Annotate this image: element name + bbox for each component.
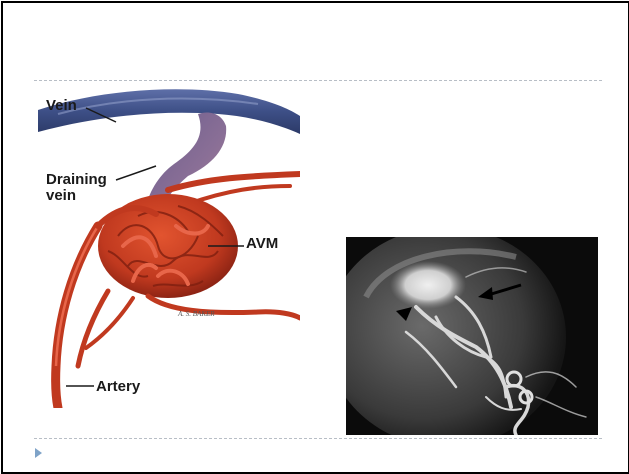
label-artery: Artery: [96, 378, 141, 395]
angiogram-image: [346, 237, 598, 435]
avm-illustration: Vein Draining vein AVM Artery A. S. BAKE…: [38, 86, 300, 408]
top-divider: [34, 80, 602, 81]
play-marker-icon: [35, 448, 42, 458]
avm-nidus-opacity: [390, 261, 466, 309]
artist-signature: A. S. BAKER: [177, 310, 215, 318]
label-vein: Vein: [46, 97, 77, 114]
bottom-divider: [34, 438, 602, 439]
label-avm: AVM: [246, 235, 278, 252]
label-draining-vein-line2: vein: [46, 187, 76, 204]
vein-shape: [38, 89, 300, 134]
label-draining-vein-line1: Draining: [46, 171, 107, 188]
